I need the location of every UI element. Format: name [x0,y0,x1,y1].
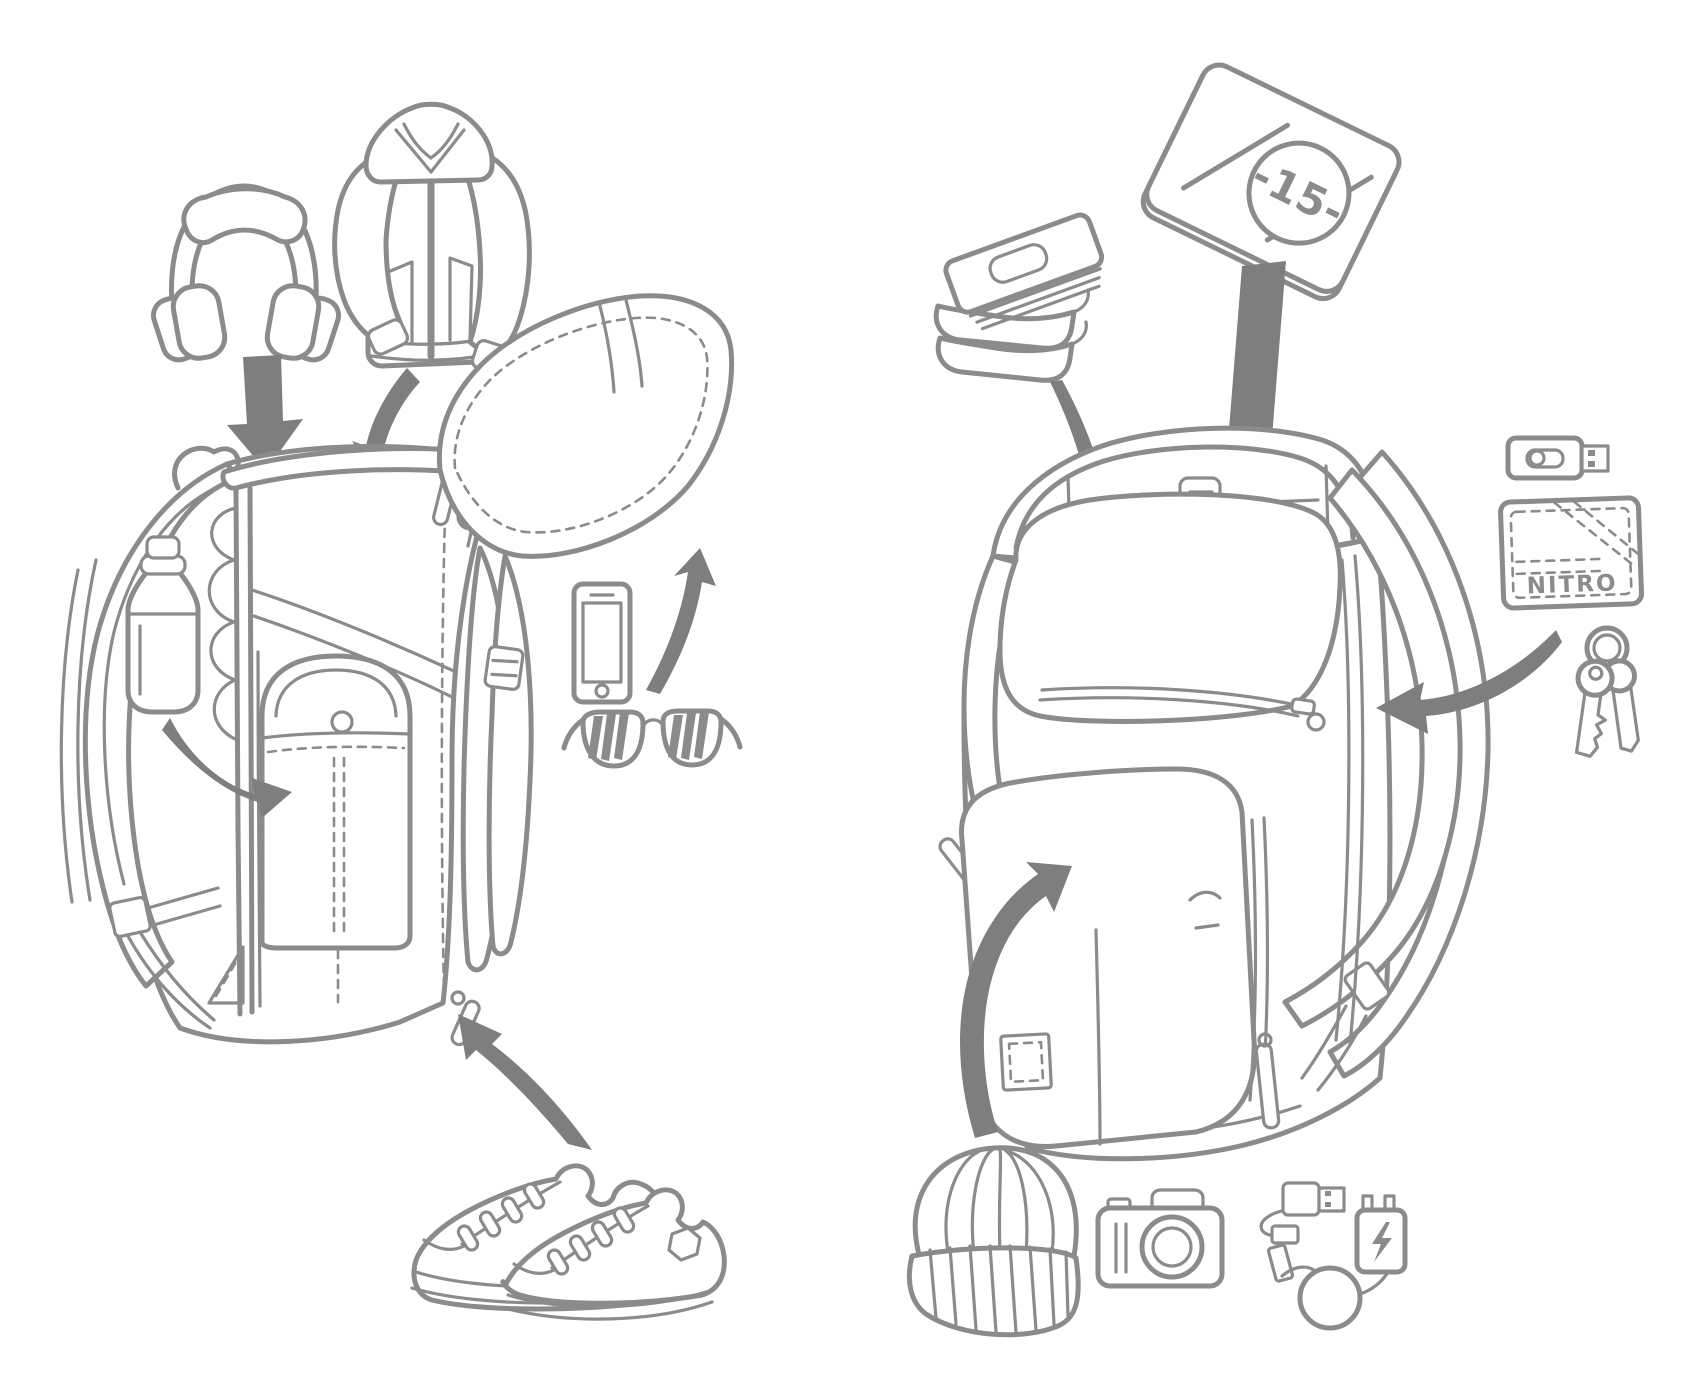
arrow-keys-to-zip [1376,630,1562,734]
lid-flap [436,293,735,559]
hoodie-icon [332,101,532,377]
sneakers-icon [410,1163,727,1321]
upper-front-pocket [997,491,1343,732]
beanie-icon [906,1145,1081,1338]
arrow-bottle-to-pocket [162,718,292,818]
rolltop-straps [460,545,534,973]
right-scene: -15- [906,62,1644,1338]
arrow-laptop-to-bag [1203,261,1296,494]
laptop-backpack [938,425,1491,1162]
left-scene [59,101,743,1321]
arrow-accessories-to-pocket [960,862,1072,1138]
gusset-triangle [207,945,245,1005]
lower-front-pocket [959,766,1281,1149]
keys-icon [1574,625,1640,758]
strap-buckle [108,895,152,939]
sunglasses-icon [561,708,743,769]
charger-icon [1259,1181,1408,1331]
smartphone-icon [571,581,633,705]
arrow-headphones-to-bag [227,355,303,471]
hexagon-patch [667,1226,702,1262]
water-bottle-icon [125,535,201,715]
wallet-icon: NITRO [1498,495,1644,611]
haul-handle [172,445,241,491]
books-icon [933,212,1105,383]
main-zip [440,482,448,994]
rolled-gear-quilting [207,506,239,742]
arrow-shoes-to-bag [458,1014,592,1150]
front-pocket [259,653,413,951]
wallet-brand-label: NITRO [1526,570,1618,599]
headphones-icon [150,183,342,363]
camera-icon [1095,1188,1225,1289]
rolltop-backpack [59,443,534,1047]
usb-stick-icon [1505,435,1610,481]
arrow-phone-to-lid [646,548,716,694]
patch [999,1032,1053,1092]
laptop-icon: -15- [1140,62,1402,302]
